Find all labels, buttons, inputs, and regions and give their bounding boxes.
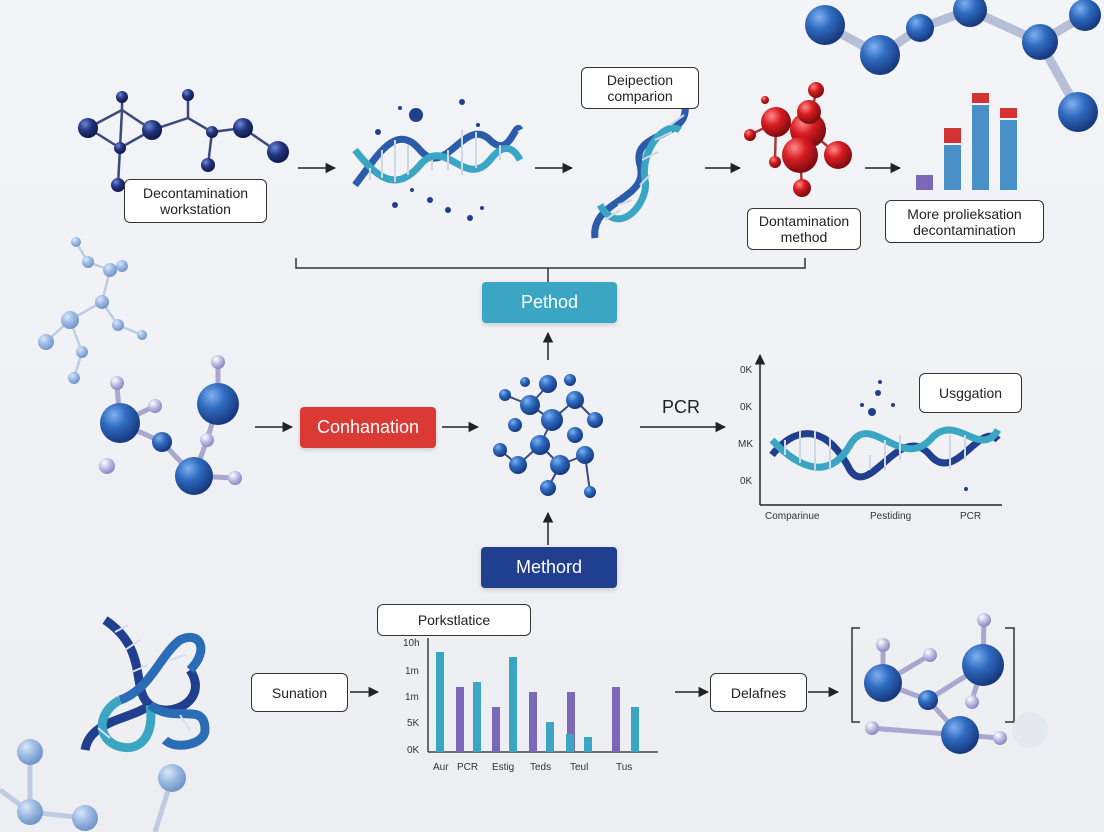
molecule-icon-blue-left [99,355,242,495]
bar-chart-xtick: Teul [570,762,589,773]
label-more-decontamination: More prolieksation decontamination [885,200,1044,243]
bar [944,145,961,190]
bar-chart-top [916,93,1017,190]
line-chart-ytick: 0K [740,365,753,376]
bar-chart-xtick: Estig [492,762,515,773]
bar [456,687,464,752]
molecule-icon-red [744,82,852,197]
bar-chart-xtick: Tus [616,762,633,773]
line-chart-xtick: Pestiding [870,511,912,522]
bar [529,692,537,752]
line-chart-dna [754,353,1002,506]
bar [436,652,444,752]
molecule-icon-framed [851,613,1048,754]
decor-molecule-top-right [805,0,1101,132]
label-delafnes: Delafnes [710,673,807,712]
bar-chart-ytick: 1m [405,666,419,677]
pcr-arrow-label: PCR [662,397,701,417]
line-chart-ytick: 0K [740,476,753,487]
molecule-icon-navy [78,89,289,192]
bar-chart-xtick: Aur [433,762,449,773]
bar-chart-xtick: Teds [530,762,552,773]
conhanation-box: Conhanation [300,407,436,448]
methord-box: Methord [481,547,617,588]
bar [584,737,592,752]
bar [546,722,554,752]
bar [972,105,989,190]
bar-chart-xtick: PCR [457,762,479,773]
bar [566,734,574,752]
bar-chart-bottom [427,638,658,753]
bar-chart-ytick: 10h [403,638,420,649]
bar [473,682,481,752]
bar [612,687,620,752]
bar-accent [1000,108,1017,118]
label-dontamination-method: Dontamination method [747,208,861,250]
top-row-brace [295,258,806,282]
bar-chart-ytick: 1m [405,692,419,703]
bar [916,175,933,190]
molecule-cluster-icon [493,374,603,498]
bar-chart-ytick: 5K [407,718,420,729]
bar-accent [944,128,961,143]
dna-knot-icon [80,616,210,753]
bar [631,707,639,752]
dna-helix-icon-1 [352,99,524,221]
bar-accent [972,93,989,103]
label-sunation: Sunation [251,673,348,712]
bar-chart-ytick: 0K [407,745,420,756]
line-chart-xtick: PCR [960,511,982,522]
line-chart-ytick: 0K [740,402,753,413]
bar [1000,120,1017,190]
label-decontamination-workstation: Decontamination workstation [124,179,267,223]
dna-helix-icon-2 [591,104,689,239]
label-porkstlatice: Porkstlatice [377,604,531,636]
decor-molecule-bottom-left [0,739,186,832]
line-chart-xtick: Comparinue [765,511,820,522]
bar [567,692,575,752]
label-usggation: Usggation [919,373,1022,413]
decor-molecule-left [38,237,147,384]
bar [509,657,517,752]
pethod-box: Pethod [482,282,617,323]
bar [492,707,500,752]
line-chart-ytick: MK [738,439,753,450]
label-depletion-comparison: Deipection comparion [581,67,699,109]
center-arrows [255,331,727,545]
